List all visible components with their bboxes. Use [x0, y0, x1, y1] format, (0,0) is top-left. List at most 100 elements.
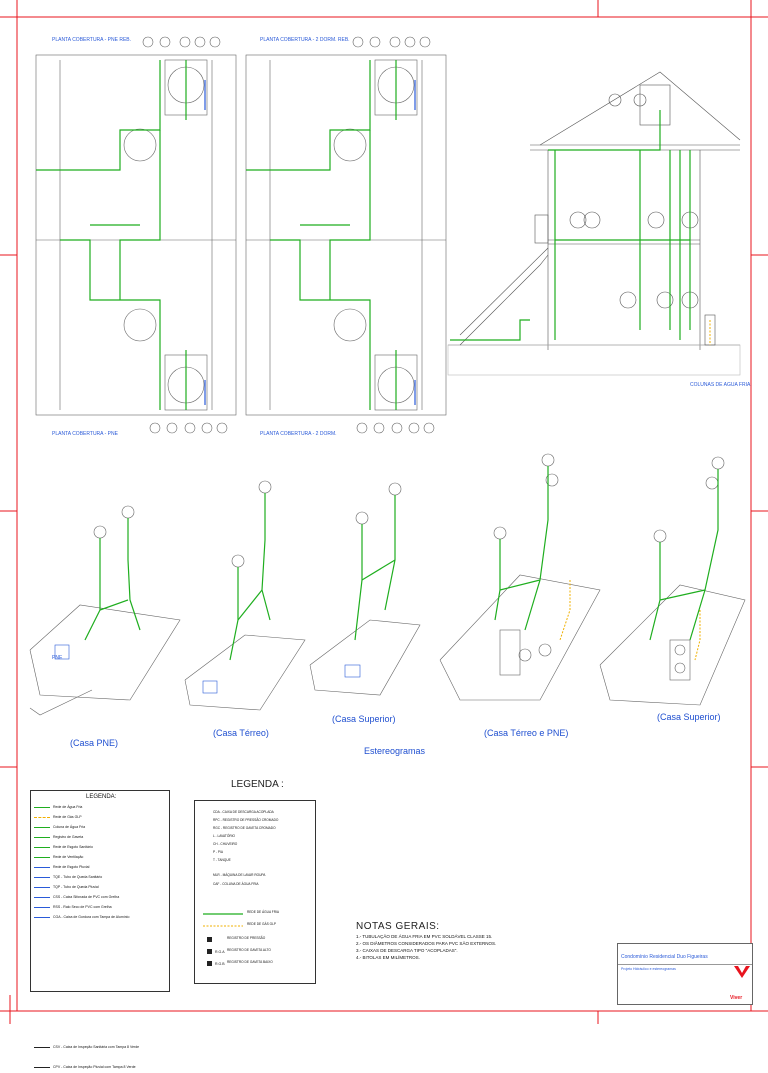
sheet-name: Projeto Hidráulico e estereogramas	[621, 967, 676, 971]
legend1-mark	[34, 877, 50, 878]
note-3: 3.- CAIXAS DE DESCARGA TIPO "ACOPLADAS".	[356, 948, 458, 953]
stereogram-casa-terreo-pipes	[229, 493, 271, 661]
legend1-label: CSV - Caixa de Inspeção Sanitária com Ta…	[53, 1045, 140, 1049]
legend1-label: Rede de Esgoto Pluvial	[53, 865, 90, 869]
legend1-row: CSS - Caixa Sifonada de PVC com Grelha	[31, 893, 169, 903]
sheet-frame	[0, 0, 768, 1024]
legend1-mark	[34, 817, 50, 818]
caption-casa-superior-2: (Casa Superior)	[657, 712, 721, 722]
legend1-row: Coluna de Água Fria	[31, 823, 169, 833]
legend1-mark	[34, 917, 50, 918]
legend2-symbol-gaveta-baixo: REGISTRO DE GAVETA BAIXO	[227, 960, 273, 964]
legend2-tag-rgb: R.G.B	[215, 962, 225, 966]
stereogram-casa-pne	[29, 505, 181, 716]
legend-abbreviations: CDA - CAIXA DE DESCARGA ACOPLADA RPC - RE…	[194, 800, 316, 984]
roof-plans	[35, 36, 447, 434]
stereogram-casa-superior-1	[309, 482, 421, 696]
legend1-mark	[34, 897, 50, 898]
legend1-row: Rede de Esgoto Pluvial	[31, 863, 169, 873]
legend1-row: TQE - Tubo de Queda Sanitário	[31, 873, 169, 883]
plan-title-2dorm-reb: PLANTA COBERTURA - 2 DORM. REB.	[260, 37, 350, 43]
legend1-row: TQP - Tubo de Queda Pluvial	[31, 883, 169, 893]
legend1-mark	[34, 1047, 50, 1048]
legend1-mark	[34, 907, 50, 908]
legend1-mark	[34, 867, 50, 868]
legend1-row: RSS - Ralo Seco de PVC com Grelha	[31, 903, 169, 913]
legend1-mark	[34, 857, 50, 858]
stereogram-gas-1	[559, 580, 571, 641]
plan-title-pne-reb: PLANTA COBERTURA - PNE REB.	[52, 37, 132, 43]
stereogram-gas-2	[694, 610, 701, 661]
legend2-line-samples	[203, 913, 243, 966]
water-columns-section	[447, 71, 741, 376]
legend2-abbr-item: MLR - MÁQUINA DE LAVAR ROUPA	[213, 873, 266, 877]
legend1-label: Rede de Esgoto Sanitário	[53, 845, 93, 849]
caption-casa-pne: (Casa PNE)	[70, 738, 119, 748]
legend2-abbr-item: RPC - REGISTRO DE PRESSÃO CROMADO	[213, 818, 279, 822]
legend1-row: Rede de Esgoto Sanitário	[31, 843, 169, 853]
logo-mark	[734, 966, 750, 978]
stereograms-title: Estereogramas	[364, 746, 426, 756]
legend2-abbr-item: CDA - CAIXA DE DESCARGA ACOPLADA	[213, 810, 274, 814]
note-2: 2.- OS DIÂMETROS CONSIDERADOS PARA PVC S…	[356, 941, 497, 946]
legend1-row: Rede de Água Fria	[31, 803, 169, 813]
legend1-row: CSV - Caixa de Inspeção Sanitária com Ta…	[31, 1043, 169, 1053]
legend2-symbol-gaveta-alto: REGISTRO DE GAVETA ALTO	[227, 948, 271, 952]
legend1-row: Rede de Ventilação	[31, 853, 169, 863]
legend1-mark	[34, 847, 50, 848]
cold-water-pipes-section	[450, 110, 691, 341]
legend1-row: Rede de Gás GLP	[31, 813, 169, 823]
legend2-tag-rga: R.G.A	[215, 950, 225, 954]
stereogram-casa-terreo	[184, 480, 306, 711]
legend1-mark	[34, 807, 50, 808]
legend2-abbr-item: RGC - REGISTRO DE GAVETA CROMADO	[213, 826, 276, 830]
legend1-label: Coluna de Água Fria	[53, 825, 86, 829]
legend1-mark	[34, 837, 50, 838]
legend1-label: TQE - Tubo de Queda Sanitário	[53, 875, 103, 879]
legend1-label: CGA - Caixa de Gordura com Tampa de Alum…	[53, 915, 130, 919]
legend1-label: CSS - Caixa Sifonada de PVC com Grelha	[53, 895, 120, 899]
legend1-row: CGA - Caixa de Gordura com Tampa de Alum…	[31, 913, 169, 923]
logo-text: Viver	[730, 995, 743, 1001]
blue-drain-marks	[204, 80, 416, 405]
legend1-row: Registro de Gaveta	[31, 833, 169, 843]
legend1-label: RSS - Ralo Seco de PVC com Grelha	[53, 905, 112, 909]
stereogram-casa-superior-1-pipes	[354, 495, 396, 641]
legend1-label: CPV - Caixa de Inspeção Pluvial com Tamp…	[53, 1065, 136, 1069]
legend1-label: Registro de Gaveta	[53, 835, 84, 839]
note-1: 1.- TUBULAÇÃO DE ÁGUA FRIA EM PVC SOLDÁV…	[356, 934, 493, 939]
pne-tag: PNE	[52, 655, 63, 661]
legend1-mark	[34, 1067, 50, 1068]
caption-casa-terreo: (Casa Térreo)	[213, 728, 269, 738]
stereogram-casa-terreo-pne-pipes	[494, 466, 549, 631]
plan-title-2dorm: PLANTA COBERTURA - 2 DORM.	[260, 431, 337, 437]
project-name: Condomínio Residencial Duo Figueiras	[621, 954, 708, 960]
legend2-line-gas: REDE DE GÁS GLP	[247, 922, 277, 926]
note-4: 4.- BITOLAS EM MILÍMETROS.	[356, 955, 420, 960]
notes-title: NOTAS GERAIS:	[356, 921, 440, 932]
stereogram-casa-pne-pipes	[84, 518, 141, 641]
legend1-header: LEGENDA:	[86, 794, 117, 800]
legend2-abbr-item: CAF - COLUNA DE ÁGUA FRIA	[213, 882, 259, 886]
caption-casa-terreo-pne: (Casa Térreo e PNE)	[484, 728, 569, 738]
legenda-heading: LEGENDA :	[231, 779, 284, 790]
legend1-label: Rede de Gás GLP	[53, 815, 82, 819]
legend2-abbr-item: P - PIA	[213, 850, 224, 854]
legend1-row: CPV - Caixa de Inspeção Pluvial com Tamp…	[31, 1063, 169, 1073]
stereogram-casa-superior-2-pipes	[649, 469, 719, 641]
title-block: Condomínio Residencial Duo Figueiras Pro…	[617, 943, 753, 1005]
legend2-line-water: REDE DE ÁGUA FRIA	[247, 910, 280, 914]
stereogram-casa-terreo-pne	[439, 453, 601, 701]
section-title-colunas: COLUNAS DE AGUA FRIA	[690, 382, 751, 388]
general-notes: NOTAS GERAIS: 1.- TUBULAÇÃO DE ÁGUA FRIA…	[356, 921, 496, 960]
legend1-label: TQP - Tubo de Queda Pluvial	[53, 885, 99, 889]
caption-casa-superior-1: (Casa Superior)	[332, 714, 396, 724]
drawing-linework	[0, 0, 768, 1024]
legend2-abbr-item: T - TANQUE	[213, 858, 231, 862]
stereogram-casa-superior-2	[599, 456, 746, 706]
legend2-symbol-pressao: REGISTRO DE PRESSÃO	[227, 936, 266, 940]
plan-title-pne: PLANTA COBERTURA - PNE	[52, 431, 118, 437]
legend2-abbr-item: L - LAVATÓRIO	[213, 834, 236, 838]
